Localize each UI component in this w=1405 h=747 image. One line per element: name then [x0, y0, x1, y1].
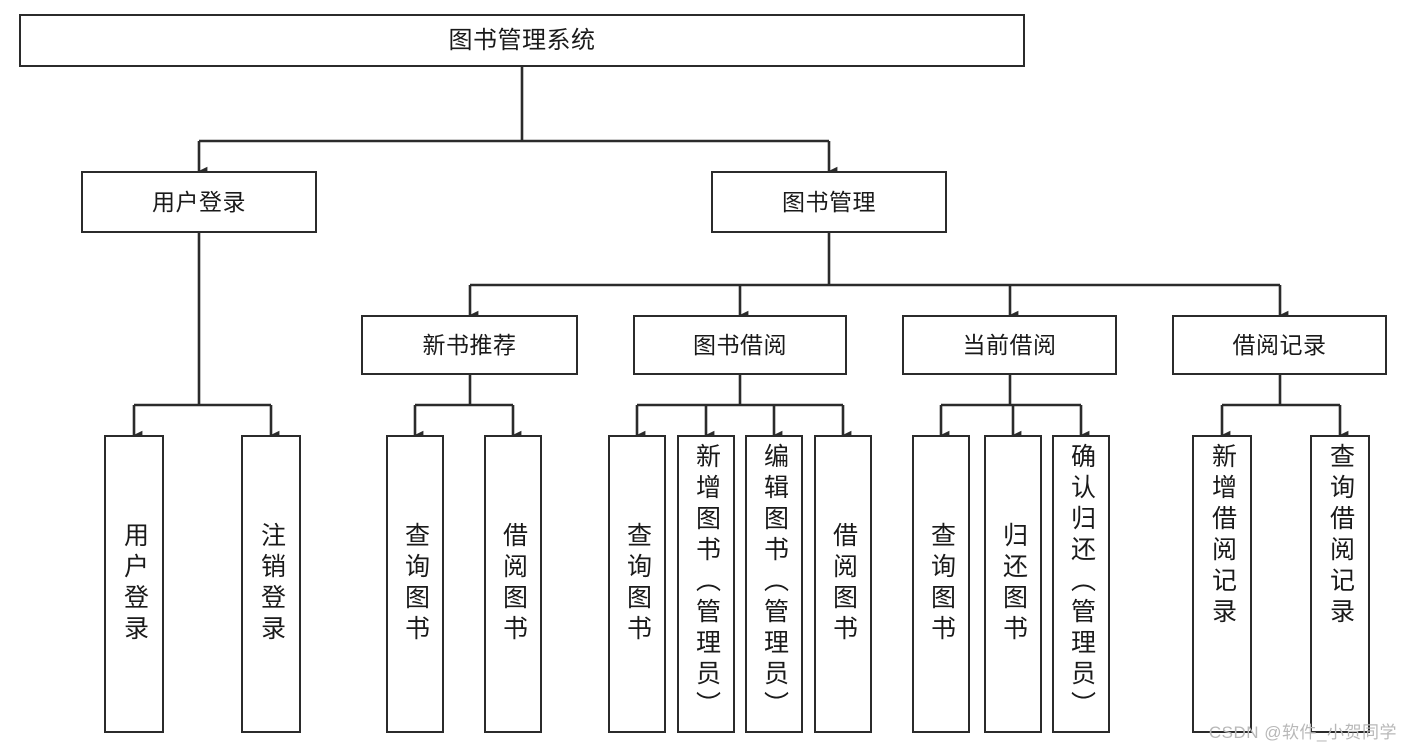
node-leaf-query-book-2[interactable]: 查询图书 — [608, 435, 666, 733]
node-label: 当前借阅 — [962, 331, 1057, 358]
node-leaf-user-logout[interactable]: 注销登录 — [241, 435, 301, 733]
node-label: 新增借阅记录 — [1208, 443, 1237, 629]
node-leaf-add-record[interactable]: 新增借阅记录 — [1192, 435, 1252, 733]
node-leaf-add-book[interactable]: 新增图书（管理员） — [677, 435, 735, 733]
node-label: 用户登录 — [120, 522, 149, 646]
node-label: 注销登录 — [257, 522, 286, 646]
node-leaf-query-record[interactable]: 查询借阅记录 — [1310, 435, 1370, 733]
node-leaf-query-book-1[interactable]: 查询图书 — [386, 435, 444, 733]
node-book-borrow[interactable]: 图书借阅 — [633, 315, 847, 375]
node-user-login[interactable]: 用户登录 — [81, 171, 317, 233]
watermark-label: CSDN @软件_小贺同学 — [1208, 723, 1397, 742]
node-label: 图书管理系统 — [448, 26, 596, 54]
node-label: 新增图书（管理员） — [692, 443, 721, 722]
node-label: 查询图书 — [623, 522, 652, 646]
node-label: 借阅图书 — [829, 522, 858, 646]
node-label: 图书借阅 — [693, 331, 787, 358]
node-current-borrow[interactable]: 当前借阅 — [902, 315, 1117, 375]
node-leaf-borrow-book-2[interactable]: 借阅图书 — [814, 435, 872, 733]
node-leaf-user-login[interactable]: 用户登录 — [104, 435, 164, 733]
node-label: 用户登录 — [152, 188, 246, 215]
node-book-manage[interactable]: 图书管理 — [711, 171, 947, 233]
node-label: 查询借阅记录 — [1326, 443, 1355, 629]
node-leaf-confirm-return[interactable]: 确认归还（管理员） — [1052, 435, 1110, 733]
node-root[interactable]: 图书管理系统 — [19, 14, 1025, 67]
node-label: 编辑图书（管理员） — [760, 443, 789, 722]
node-label: 确认归还（管理员） — [1067, 443, 1096, 722]
node-leaf-borrow-book-1[interactable]: 借阅图书 — [484, 435, 542, 733]
node-label: 查询图书 — [927, 522, 956, 646]
node-label: 新书推荐 — [422, 331, 517, 358]
node-new-book-rec[interactable]: 新书推荐 — [361, 315, 578, 375]
node-label: 借阅记录 — [1232, 331, 1327, 358]
node-borrow-record[interactable]: 借阅记录 — [1172, 315, 1387, 375]
node-label: 查询图书 — [401, 522, 430, 646]
edges-group — [132, 67, 1349, 440]
node-leaf-return-book[interactable]: 归还图书 — [984, 435, 1042, 733]
node-label: 归还图书 — [999, 522, 1028, 646]
node-label: 图书管理 — [782, 188, 876, 215]
node-label: 借阅图书 — [499, 522, 528, 646]
node-leaf-query-book-3[interactable]: 查询图书 — [912, 435, 970, 733]
node-leaf-edit-book[interactable]: 编辑图书（管理员） — [745, 435, 803, 733]
